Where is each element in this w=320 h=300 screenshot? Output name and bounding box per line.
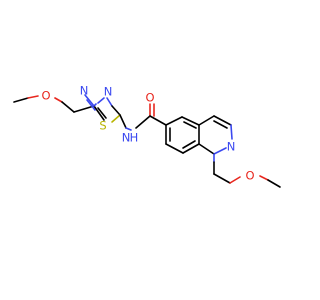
atom-nitrogen-thiadiazole-1: N: [80, 84, 89, 98]
bond-c2-stub: [111, 105, 121, 116]
atom-oxygen-right: O: [245, 169, 254, 183]
bond-ch2-ring: [73, 105, 95, 113]
bond-c5-s-inner: [97, 107, 107, 119]
molecule-canvas: O N N S N H O N O: [13, 84, 281, 188]
bond-ch2-ch2: [213, 173, 231, 184]
bond-n-c5-dbl: [84, 94, 95, 107]
atom-sulfur-thiadiazole: S: [99, 119, 106, 133]
atom-oxygen-carbonyl: O: [145, 91, 154, 105]
bond-s-c2: [111, 114, 121, 123]
bond-b4-inner: [182, 140, 196, 149]
atom-nitrogen-amide: N: [122, 131, 131, 145]
bond-p2: [213, 115, 232, 126]
atom-nitrogen-thiadiazole-2: N: [104, 85, 113, 99]
bond-b2-inner: [183, 121, 197, 129]
bond-p3: [230, 124, 233, 140]
bond-p1: [198, 115, 215, 126]
bond-n3-c2: [106, 97, 113, 107]
bond-n4-n3: [97, 97, 105, 104]
bond-o-methyl-right-a: [259, 175, 269, 181]
bond-c5-s: [93, 105, 105, 121]
bond-o-ch2-left-a: [54, 97, 63, 103]
bond-b2: [181, 116, 200, 126]
atom-oxygen-left: O: [41, 89, 50, 103]
molecule-structure: O N N S N H O N O: [13, 84, 281, 188]
bond-methyl-left: [13, 97, 29, 103]
bond-o-ch2-left-b: [61, 101, 75, 113]
bond-nh-carbonyl-a: [125, 127, 132, 131]
atom-nitrogen-indole: N: [227, 140, 236, 154]
bond-c2-nh: [119, 114, 127, 129]
bond-b1: [165, 116, 183, 126]
bond-o-methyl-right-b: [267, 179, 281, 188]
bond-p4: [213, 147, 227, 155]
bond-b4: [182, 143, 200, 154]
bond-carbonyl-ring: [149, 115, 167, 126]
atom-hydrogen-amide: H: [130, 131, 139, 145]
bond-p2-inner: [213, 120, 228, 129]
bond-methyl-o-left: [27, 95, 39, 99]
bond-p5: [198, 143, 215, 155]
bond-b5: [165, 143, 184, 154]
bond-n-c5-dbl2: [86, 99, 96, 111]
bond-ch2-o-right: [229, 176, 241, 184]
bond-nh-carbonyl-b: [135, 115, 151, 129]
